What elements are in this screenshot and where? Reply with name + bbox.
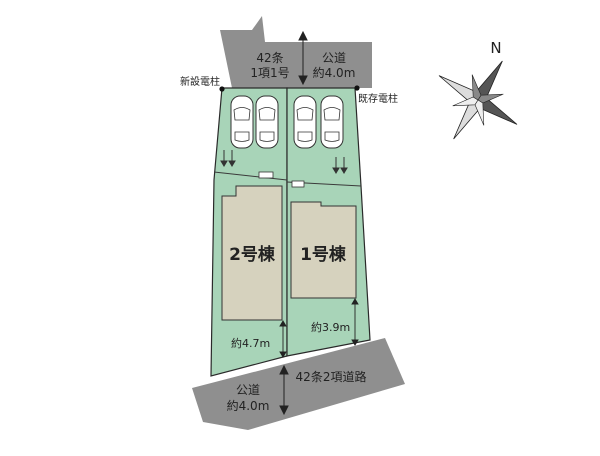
parking-line-2 bbox=[213, 171, 288, 181]
south-road-dimension bbox=[279, 364, 289, 416]
car-2 bbox=[255, 95, 279, 149]
entrance-arrows-1 bbox=[332, 157, 348, 174]
existing-pole-label: 既存電柱 bbox=[358, 92, 398, 105]
north-road-article: 42条 bbox=[256, 51, 283, 65]
south-road-name: 公道 bbox=[236, 383, 260, 397]
north-road-dimension bbox=[298, 30, 308, 86]
compass-rose-icon bbox=[438, 60, 518, 140]
north-road-name: 公道 bbox=[322, 51, 346, 65]
new-pole-marker bbox=[219, 86, 225, 92]
south-road-type: 42条2項道路 bbox=[296, 369, 367, 384]
entrance-arrows-2 bbox=[220, 150, 236, 167]
car-4 bbox=[320, 95, 344, 149]
car-3 bbox=[293, 95, 317, 149]
meter-box-1 bbox=[291, 180, 305, 188]
south-road bbox=[192, 338, 405, 430]
building-2-label: 2号棟 bbox=[229, 244, 276, 265]
south-road-width: 約4.0m bbox=[227, 398, 270, 413]
building-2 bbox=[221, 185, 283, 321]
north-road-clause: 1項1号 bbox=[250, 66, 289, 80]
meter-box-2 bbox=[258, 171, 274, 179]
car-1 bbox=[230, 95, 254, 149]
building-1 bbox=[290, 201, 357, 299]
existing-pole-marker bbox=[354, 85, 360, 91]
north-road-width: 約4.0m bbox=[313, 65, 356, 80]
setback-dimension-2 bbox=[279, 320, 287, 358]
north-road bbox=[220, 16, 372, 88]
new-pole-label: 新設電柱 bbox=[180, 75, 220, 88]
north-label: N bbox=[490, 39, 501, 57]
setback-dimension-1 bbox=[351, 298, 359, 346]
setback-2-label: 約4.7m bbox=[231, 336, 270, 350]
setback-1-label: 約3.9m bbox=[311, 320, 350, 334]
building-1-label: 1号棟 bbox=[300, 244, 347, 265]
